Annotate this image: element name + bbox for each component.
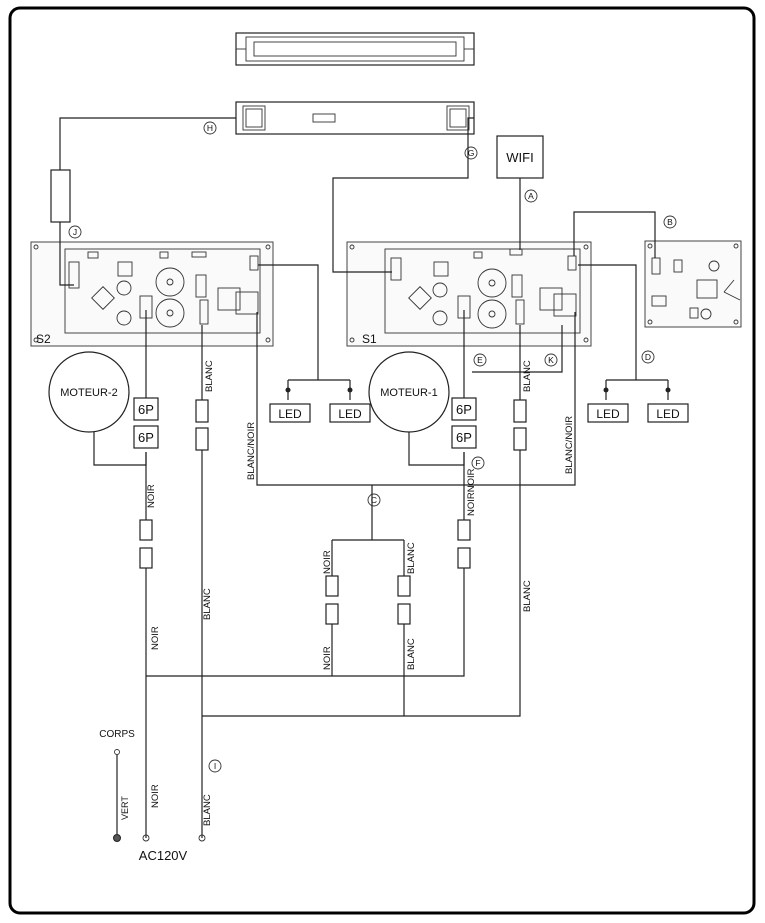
wire-label-blanc-s1-upper: BLANC [522, 360, 533, 392]
terminal-blanc [198, 834, 206, 842]
wire-label-blanc-center-lower: BLANC [406, 638, 417, 670]
wire-label-noir-center-lower: NOIR [322, 646, 333, 670]
wire-label-blanc-terminal: BLANC [202, 794, 213, 826]
wifi-module [496, 135, 544, 179]
led-s2-a-label: LED [278, 407, 302, 421]
led-s1-a-label: LED [596, 407, 620, 421]
led-s1-b-label: LED [656, 407, 680, 421]
marker-D: D [641, 350, 655, 364]
marker-B: B [663, 215, 677, 229]
control-board-s2 [30, 241, 274, 347]
diagram-frame [8, 6, 756, 915]
control-panel [644, 240, 742, 328]
marker-J: J [68, 225, 82, 239]
driver-box [235, 101, 475, 135]
svg-text:6P: 6P [138, 430, 154, 445]
svg-text:C: C [371, 495, 377, 505]
wire-label-noir-center-upper: NOIR [322, 550, 333, 574]
connector-6p-s2-bottom [133, 425, 159, 449]
svg-text:6P: 6P [456, 402, 472, 417]
wire-label-blanc-s1-lower: BLANC [522, 580, 533, 612]
ground-icon [113, 834, 121, 842]
svg-text:B: B [667, 217, 673, 227]
led-s2-b-label: LED [338, 407, 362, 421]
marker-E: E [473, 353, 487, 367]
ac-voltage-label: AC120V [139, 848, 188, 863]
svg-text:6P: 6P [138, 402, 154, 417]
wire-label-noir-terminal: NOIR [150, 784, 161, 808]
motor-1-label: MOTEUR-1 [380, 387, 437, 399]
led-s2-b [329, 403, 371, 423]
svg-text:F: F [475, 458, 480, 468]
terminal-noir [142, 834, 150, 842]
led-s1-b [647, 403, 689, 423]
marker-A: A [524, 189, 538, 203]
wire-label-vert: VERT [120, 796, 130, 820]
svg-text:I: I [214, 761, 216, 771]
marker-H: H [203, 121, 217, 135]
wire-driver-to-s1 [332, 117, 474, 273]
motor-2 [48, 351, 130, 433]
wire-label-noir-s2-upper: NOIR [146, 484, 157, 508]
marker-K: K [544, 353, 558, 367]
connector-6p-s2-top [133, 397, 159, 421]
wire-label-blanc-s2-upper: BLANC [204, 360, 215, 392]
svg-text:A: A [528, 191, 534, 201]
svg-text:G: G [468, 148, 475, 158]
connector-6p-s1-top [451, 397, 477, 421]
wire-label-blanc-center-upper: BLANC [406, 542, 417, 574]
wire-label-noir-s2-lower: NOIR [150, 626, 161, 650]
svg-text:E: E [477, 355, 483, 365]
svg-text:D: D [645, 352, 651, 362]
wire-s1-to-panel [573, 211, 656, 258]
control-board-s1 [346, 241, 592, 347]
fuse-block [50, 169, 71, 223]
marker-G: G [464, 146, 478, 160]
led-s2-a [269, 403, 311, 423]
wire-label-blanc-noir-s2: BLANC/NOIR [246, 422, 257, 480]
wire-label-noir-s1: NOIRNOIR [466, 468, 477, 516]
led-s1-a [587, 403, 629, 423]
svg-text:H: H [207, 123, 213, 133]
corps-label: CORPS [99, 729, 135, 740]
light-bar-top [235, 32, 475, 66]
motor-2-label: MOTEUR-2 [60, 387, 117, 399]
marker-C: C [367, 493, 381, 507]
svg-text:6P: 6P [456, 430, 472, 445]
board-s1-label: S1 [362, 332, 377, 346]
svg-text:J: J [73, 227, 77, 237]
wire-driver-to-s2 [59, 117, 236, 170]
marker-I: I [208, 759, 222, 773]
marker-F: F [471, 456, 485, 470]
connector-6p-s1-bottom [451, 425, 477, 449]
wifi-label: WIFI [506, 150, 533, 165]
svg-text:K: K [548, 355, 554, 365]
wire-label-blanc-s2-lower: BLANC [202, 588, 213, 620]
board-s2-label: S2 [36, 332, 51, 346]
wire-label-blanc-noir-s1: BLANC/NOIR [564, 416, 575, 474]
